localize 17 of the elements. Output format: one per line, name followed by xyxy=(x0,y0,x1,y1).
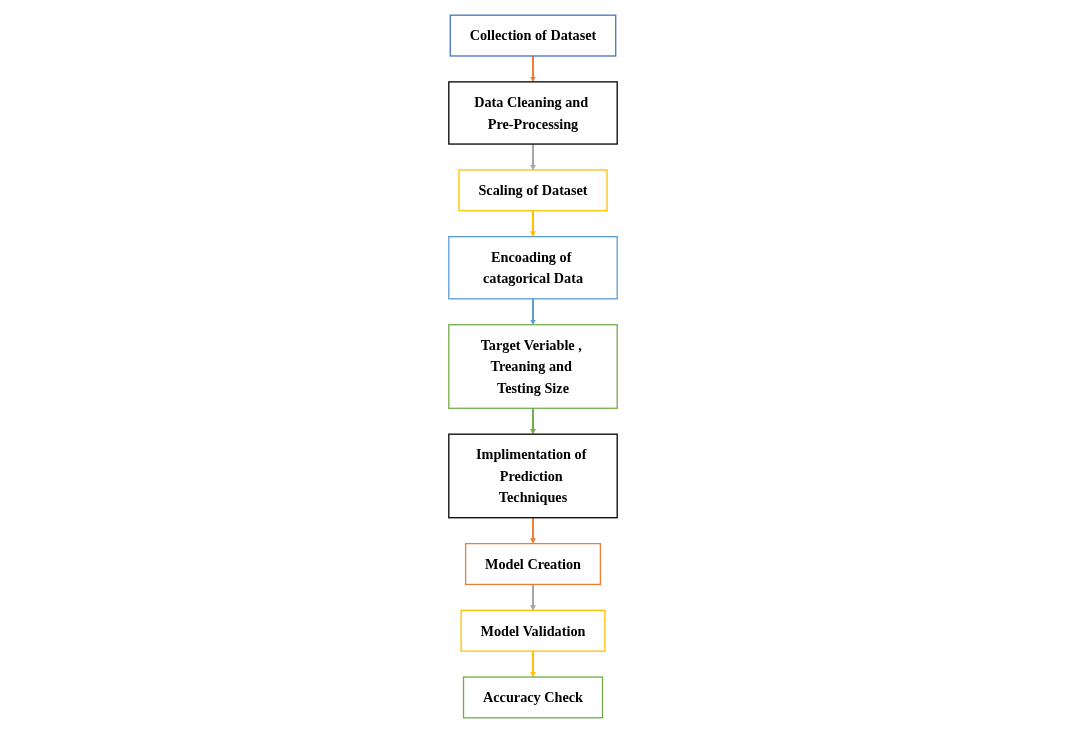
arrow xyxy=(529,650,536,678)
arrow xyxy=(529,516,536,544)
arrow xyxy=(529,583,536,611)
node-box: Model Validation xyxy=(459,609,606,652)
arrow xyxy=(529,407,536,435)
arrow xyxy=(529,209,536,237)
node-box: Scaling of Dataset xyxy=(457,169,608,212)
node-box: Model Creation xyxy=(464,542,601,586)
node-box: Target Veriable , Treaning and Testing Size xyxy=(447,324,618,409)
node-box: Implimentation of Prediction Techniques xyxy=(447,433,618,519)
node-box: Accuracy Check xyxy=(462,676,603,719)
arrow xyxy=(529,55,536,83)
node-box: Data Cleaning and Pre-Processing xyxy=(447,81,618,145)
node-box: Collection of Dataset xyxy=(449,14,616,57)
arrow xyxy=(529,297,536,325)
node-box: Encoading of catagorical Data xyxy=(447,236,618,300)
arrow xyxy=(529,143,536,171)
